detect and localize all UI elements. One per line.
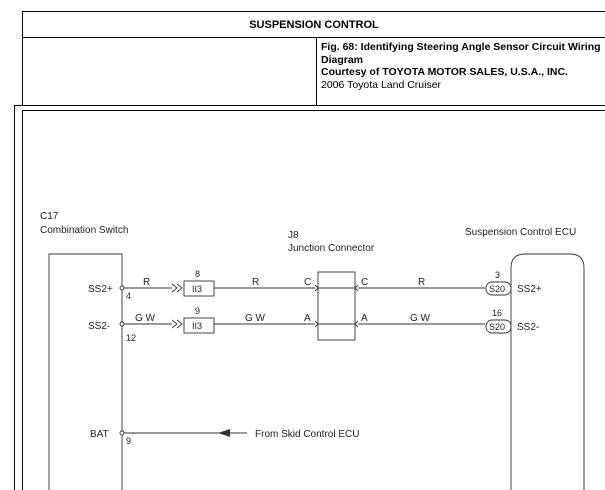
- ecu-box: [510, 253, 585, 490]
- pin-node-bat: [119, 430, 125, 436]
- pin-number-4: 4: [126, 291, 131, 301]
- wire-color-gw1: G W: [135, 313, 156, 324]
- figure-title: Fig. 68: Identifying Steering Angle Sens…: [321, 41, 601, 66]
- junction-c-arrows: [314, 284, 359, 292]
- ecu-pin-number-3: 3: [495, 270, 500, 280]
- connector-ii3-bottom: [183, 317, 215, 334]
- ecu-connector-s20-bottom: [485, 319, 512, 334]
- vehicle-line: 2006 Toyota Land Cruiser: [321, 78, 442, 91]
- connector-ii3-top-number: 8: [195, 269, 200, 279]
- junction-terminal-c-left: C: [304, 277, 311, 288]
- connector-chevron-bottom: [171, 319, 183, 329]
- wire-color-gw2: G W: [245, 313, 266, 324]
- pin-number-9: 9: [126, 436, 131, 446]
- figure-caption: Fig. 68: Identifying Steering Angle Sens…: [316, 38, 605, 105]
- combo-switch-code: C17: [40, 211, 59, 222]
- junction-connector-box: [317, 271, 356, 341]
- inner-frame: [22, 110, 605, 490]
- ecu-connector-s20-top: [485, 281, 512, 296]
- pin-number-12: 12: [126, 333, 136, 343]
- pin-node-ss2-minus: [119, 321, 125, 327]
- courtesy-line: Courtesy of TOYOTA MOTOR SALES, U.S.A., …: [321, 66, 568, 78]
- wire-color-gw3: G W: [410, 313, 431, 324]
- ecu-connector-s20-bottom-label: S20: [489, 322, 505, 332]
- arrow-from-skid: [218, 429, 230, 437]
- pin-node-ss2-plus: [119, 285, 125, 291]
- connector-ii3-top-label: II3: [192, 284, 202, 294]
- ecu-pin-label-ss2-plus: SS2+: [517, 284, 542, 295]
- from-skid-label: From Skid Control ECU: [255, 429, 359, 440]
- junction-code: J8: [288, 230, 299, 241]
- pin-label-ss2-minus: SS2-: [88, 321, 110, 332]
- ecu-connector-s20-top-label: S20: [489, 284, 505, 294]
- junction-terminal-a-left: A: [304, 313, 311, 324]
- junction-terminal-a-right: A: [361, 313, 368, 324]
- wire-color-r2: R: [252, 277, 259, 288]
- ecu-name: Suspension Control ECU: [465, 227, 576, 238]
- junction-a-arrows: [314, 320, 359, 328]
- pin-label-ss2-plus: SS2+: [88, 284, 113, 295]
- pin-label-bat: BAT: [90, 429, 109, 440]
- wire-color-r3: R: [418, 277, 425, 288]
- connector-ii3-bottom-number: 9: [195, 306, 200, 316]
- wire-color-r1: R: [143, 277, 150, 288]
- section-title: SUSPENSION CONTROL: [249, 18, 379, 31]
- combo-switch-name: Combination Switch: [40, 225, 128, 236]
- connector-ii3-bottom-label: II3: [192, 321, 202, 331]
- ecu-pin-number-16: 16: [492, 308, 502, 318]
- junction-name: Junction Connector: [288, 243, 375, 254]
- connector-ii3-top: [183, 280, 215, 297]
- connector-chevron-top: [171, 283, 183, 293]
- combination-switch-box: [48, 253, 123, 490]
- junction-terminal-c-right: C: [361, 277, 368, 288]
- outer-frame: [14, 105, 605, 490]
- ecu-pin-label-ss2-minus: SS2-: [517, 322, 539, 333]
